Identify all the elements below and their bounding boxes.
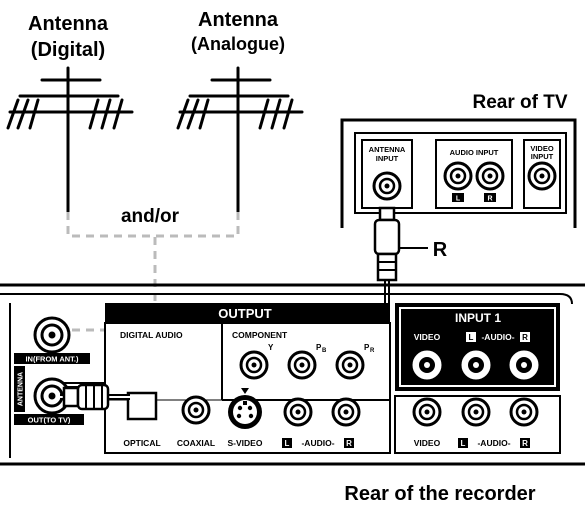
component-pb-jack[interactable] xyxy=(287,350,317,380)
coaxial-jack[interactable] xyxy=(181,395,211,425)
input1-audio-right-jack[interactable] xyxy=(509,350,539,380)
antenna-out-label: OUT(TO TV) xyxy=(28,416,71,425)
rear-video-jack[interactable] xyxy=(412,397,442,427)
output-header: OUTPUT xyxy=(218,306,272,321)
rf-cable-plug-recorder xyxy=(60,383,130,411)
and-or-label: and/or xyxy=(121,206,180,227)
svideo-jack[interactable] xyxy=(228,395,262,429)
antenna-in-jack[interactable] xyxy=(33,316,71,354)
comp-pr-sub: R xyxy=(370,348,375,354)
recorder-rear-panel: OUTPUT DIGITAL AUDIO COMPONENT Y P B P R… xyxy=(0,283,585,466)
optical-label: OPTICAL xyxy=(123,438,160,448)
input1-video-label: VIDEO xyxy=(414,332,441,342)
tv-video-input-label-1: VIDEO xyxy=(530,144,554,153)
antenna-vertical-label: ANTENNA xyxy=(18,372,25,406)
rear-video-label: VIDEO xyxy=(414,438,441,448)
antenna-digital-icon xyxy=(6,66,134,214)
output-audio-right-jack[interactable] xyxy=(331,397,361,427)
input1-header: INPUT 1 xyxy=(455,311,501,325)
svideo-label: S-VIDEO xyxy=(228,438,263,448)
output-audio-left-jack[interactable] xyxy=(283,397,313,427)
tv-audio-input-label: AUDIO INPUT xyxy=(450,148,499,157)
rear-audio-l-badge: L xyxy=(461,439,466,448)
antenna-analogue-icon xyxy=(176,66,304,214)
rear-audio-r-badge: R xyxy=(522,439,528,448)
tv-rear-panel: ANTENNA INPUT AUDIO INPUT L R VIDEO INPU… xyxy=(340,118,577,228)
comp-y-label: Y xyxy=(268,343,274,352)
dashed-connection xyxy=(60,212,240,332)
tv-r-badge: R xyxy=(487,196,492,203)
input1-l-badge: L xyxy=(469,333,474,342)
antenna-analogue-title: Antenna xyxy=(198,9,279,31)
comp-pr-label: P xyxy=(364,343,370,352)
rear-audio-label: -AUDIO- xyxy=(477,438,510,448)
rear-of-tv-title: Rear of TV xyxy=(472,92,567,113)
tv-antenna-input-label-2: INPUT xyxy=(376,154,399,163)
cable-r-label: R xyxy=(433,239,448,261)
comp-pb-sub: B xyxy=(322,348,327,354)
antenna-analogue-subtitle: (Analogue) xyxy=(191,34,285,54)
input1-audio-left-jack[interactable] xyxy=(461,350,491,380)
comp-pb-label: P xyxy=(316,343,322,352)
digital-audio-label: DIGITAL AUDIO xyxy=(120,330,183,340)
tv-audio-right-jack[interactable] xyxy=(475,161,505,191)
out-audio-l-badge: L xyxy=(285,439,290,448)
tv-antenna-input-label-1: ANTENNA xyxy=(369,145,406,154)
component-pr-jack[interactable] xyxy=(335,350,365,380)
coaxial-label: COAXIAL xyxy=(177,438,215,448)
rear-audio-left-jack[interactable] xyxy=(461,397,491,427)
antenna-digital-subtitle: (Digital) xyxy=(31,39,105,61)
antenna-in-label: IN(FROM ANT.) xyxy=(25,355,79,364)
input1-audio-label: -AUDIO- xyxy=(481,332,514,342)
tv-video-input-label-2: INPUT xyxy=(531,152,554,161)
tv-antenna-jack[interactable] xyxy=(372,171,402,201)
tv-video-jack[interactable] xyxy=(527,161,557,191)
rear-audio-right-jack[interactable] xyxy=(509,397,539,427)
component-label: COMPONENT xyxy=(232,330,288,340)
out-audio-label: -AUDIO- xyxy=(301,438,334,448)
input1-video-jack[interactable] xyxy=(412,350,442,380)
out-audio-r-badge: R xyxy=(346,439,352,448)
rear-of-recorder-title: Rear of the recorder xyxy=(344,483,535,505)
antenna-digital-title: Antenna xyxy=(28,13,109,35)
tv-audio-left-jack[interactable] xyxy=(443,161,473,191)
tv-l-badge: L xyxy=(456,196,461,203)
input1-r-badge: R xyxy=(522,333,528,342)
component-y-jack[interactable] xyxy=(239,350,269,380)
